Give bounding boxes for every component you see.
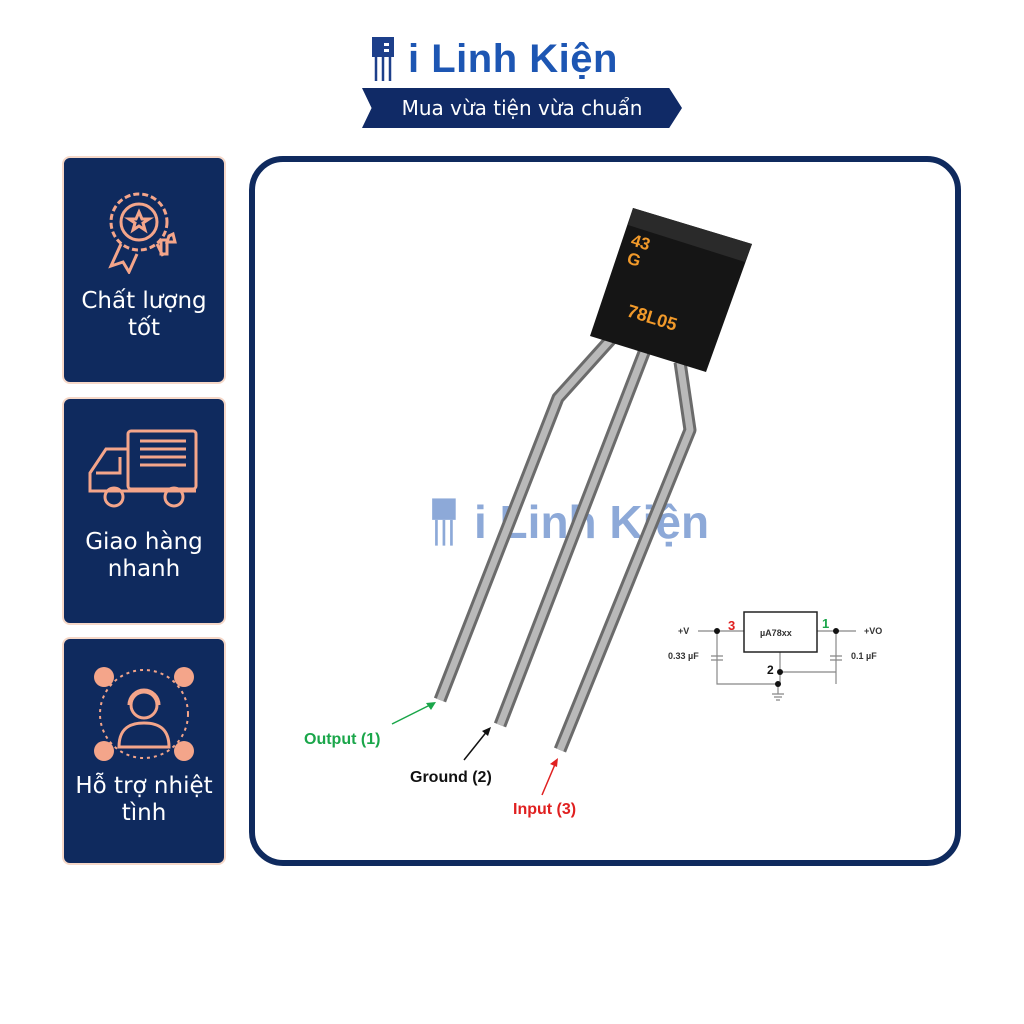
logo-chip-icon: [372, 37, 394, 81]
svg-text:+V: +V: [678, 626, 689, 636]
delivery-truck-icon: [88, 429, 198, 508]
feature-label: Hỗ trợ nhiệt tình: [75, 773, 213, 826]
quality-badge-icon: [108, 192, 177, 274]
brand-logo: i Linh Kiện: [370, 34, 618, 84]
watermark-chip-icon: [432, 498, 456, 546]
feature-card-support: Hỗ trợ nhiệt tình: [62, 637, 226, 865]
marking-top: 43: [629, 231, 653, 255]
svg-text:0.33 µF: 0.33 µF: [668, 651, 699, 661]
pin-arrows: [391, 702, 558, 796]
product-frame: [249, 156, 961, 866]
svg-text:3: 3: [728, 618, 735, 633]
svg-text:0.1 µF: 0.1 µF: [851, 651, 877, 661]
pin-label-ground: Ground (2): [410, 769, 492, 786]
svg-text:1: 1: [822, 616, 829, 631]
feature-label: Giao hàng nhanh: [85, 529, 203, 582]
pin-label-output: Output (1): [304, 731, 380, 748]
feature-card-quality: Chất lượng tốt: [62, 156, 226, 384]
feature-card-delivery: Giao hàng nhanh: [62, 397, 226, 625]
svg-text:+VO: +VO: [864, 626, 882, 636]
feature-label: Chất lượng tốt: [81, 288, 207, 341]
pin-label-input: Input (3): [513, 801, 576, 818]
svg-text:2: 2: [767, 663, 774, 677]
marking-g: G: [625, 249, 643, 271]
svg-text:µA78xx: µA78xx: [760, 628, 792, 638]
brand-slogan: Mua vừa tiện vừa chuẩn: [362, 88, 682, 128]
brand-name: i Linh Kiện: [408, 36, 618, 81]
support-agent-icon: [94, 667, 194, 761]
regulator-schematic: µA78xx +V +VO 0.33 µF 0.1 µF 3 1 2: [668, 611, 882, 701]
transistor-pins: [433, 333, 697, 753]
